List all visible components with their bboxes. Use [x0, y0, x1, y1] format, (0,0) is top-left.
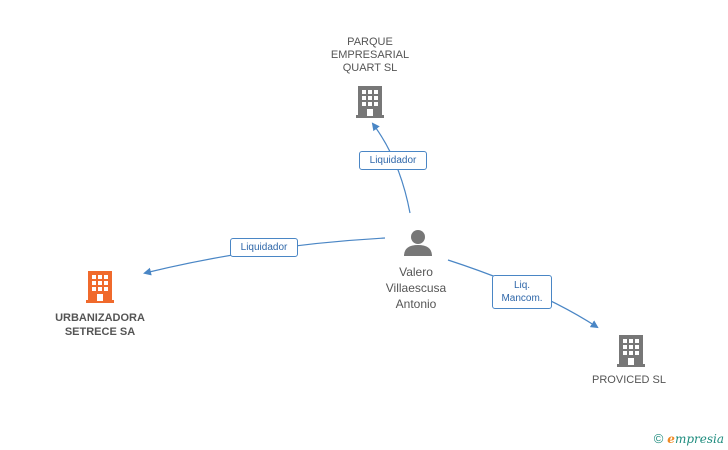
- label-line: PROVICED SL: [592, 374, 666, 386]
- edge-label-parque[interactable]: Liquidador: [359, 151, 427, 170]
- building-icon-highlight[interactable]: [86, 271, 114, 303]
- brand-name: mpresia: [674, 432, 724, 446]
- node-label-urbanizadora[interactable]: URBANIZADORA SETRECE SA: [40, 311, 160, 339]
- label-line: EMPRESARIAL: [330, 49, 410, 61]
- node-label-parque[interactable]: PARQUE EMPRESARIAL QUART SL: [318, 36, 422, 75]
- label-line: Antonio: [395, 297, 437, 311]
- copyright-symbol: ©: [653, 431, 664, 446]
- brand-logo: ©empresia: [654, 431, 724, 446]
- building-icon[interactable]: [356, 86, 384, 118]
- label-line: Valero: [399, 265, 433, 279]
- node-label-person[interactable]: Valero Villaescusa Antonio: [370, 264, 462, 312]
- label-line: QUART SL: [342, 62, 398, 74]
- label-line: Villaescusa: [385, 281, 447, 295]
- label-line: URBANIZADORA: [55, 312, 145, 324]
- edge-label-urbanizadora[interactable]: Liquidador: [230, 238, 298, 257]
- building-icon[interactable]: [617, 335, 645, 367]
- brand-e: e: [667, 432, 675, 446]
- edge-label-line: Mancom.: [501, 293, 543, 304]
- person-icon[interactable]: [404, 230, 432, 256]
- label-line: SETRECE SA: [64, 326, 136, 338]
- edge-label-proviced[interactable]: Liq. Mancom.: [492, 275, 552, 309]
- edge-label-line: Liq.: [513, 280, 531, 291]
- label-line: PARQUE: [347, 36, 393, 48]
- node-label-proviced[interactable]: PROVICED SL: [580, 374, 678, 387]
